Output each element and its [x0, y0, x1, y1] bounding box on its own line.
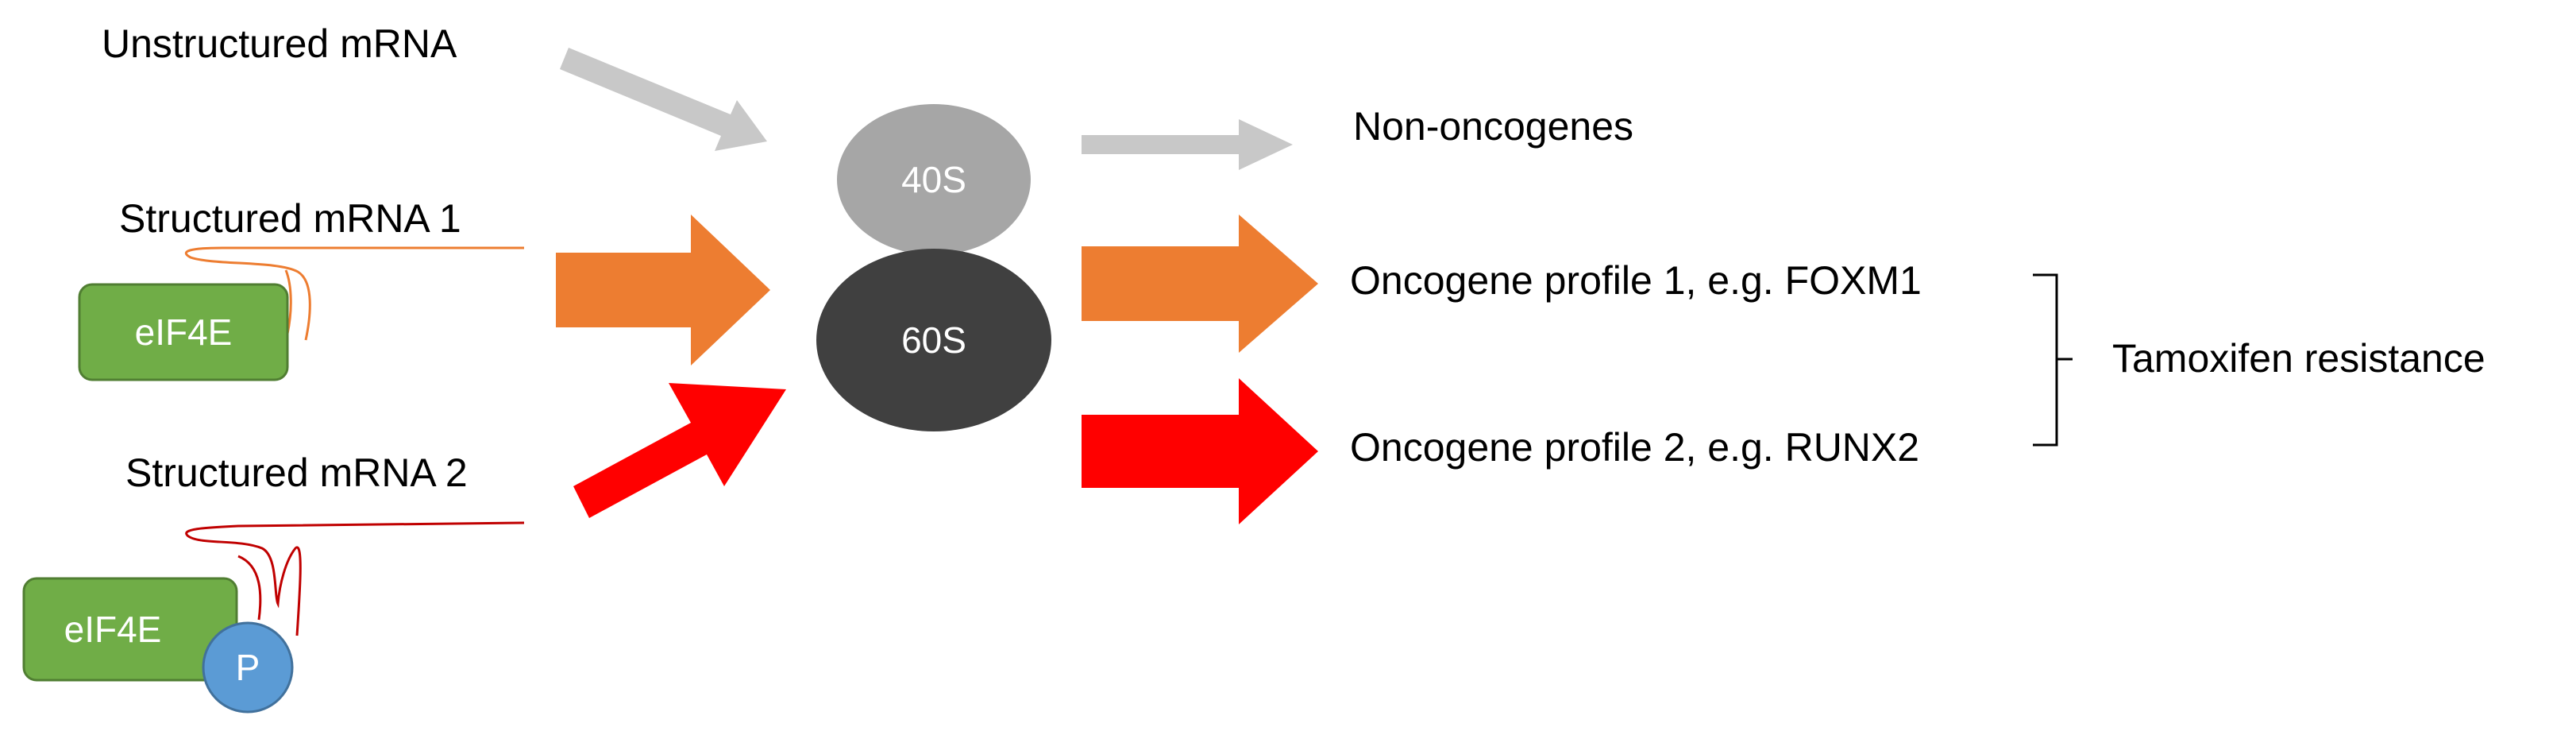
tamoxifen-resistance-label: Tamoxifen resistance	[2112, 336, 2485, 381]
non-oncogenes-label: Non-oncogenes	[1353, 104, 1633, 149]
profile-2-arrow	[1082, 378, 1318, 524]
structured-mrna-1-label: Structured mRNA 1	[119, 196, 461, 241]
eif4e-box-1	[78, 283, 289, 381]
ribosome-60s	[816, 249, 1051, 431]
eif4e-label-1: eIF4E	[135, 311, 233, 353]
ribosome-60s-label: 60S	[901, 319, 966, 361]
phosphate-circle	[202, 621, 294, 714]
ribosome-40s-label: 40S	[901, 159, 966, 200]
phosphate-label: P	[236, 647, 260, 688]
structured-mrna-1-strand	[184, 246, 524, 341]
profile-1-arrow	[1082, 215, 1318, 353]
structured-mrna-2-label: Structured mRNA 2	[125, 451, 468, 495]
unstructured-arrow	[560, 48, 767, 151]
structured-1-arrow	[556, 215, 770, 366]
oncogene-profile-1-label: Oncogene profile 1, e.g. FOXM1	[1350, 258, 1922, 303]
structured-2-arrow	[573, 383, 786, 518]
unstructured-mrna-label: Unstructured mRNA	[102, 21, 457, 66]
oncogene-profile-2-label: Oncogene profile 2, e.g. RUNX2	[1350, 425, 1919, 470]
eif4e-label-2: eIF4E	[64, 609, 162, 650]
non-oncogenes-arrow	[1082, 119, 1293, 170]
structured-mrna-2-strand	[185, 521, 525, 636]
ribosome-40s	[837, 104, 1031, 255]
bracket	[2033, 273, 2073, 447]
